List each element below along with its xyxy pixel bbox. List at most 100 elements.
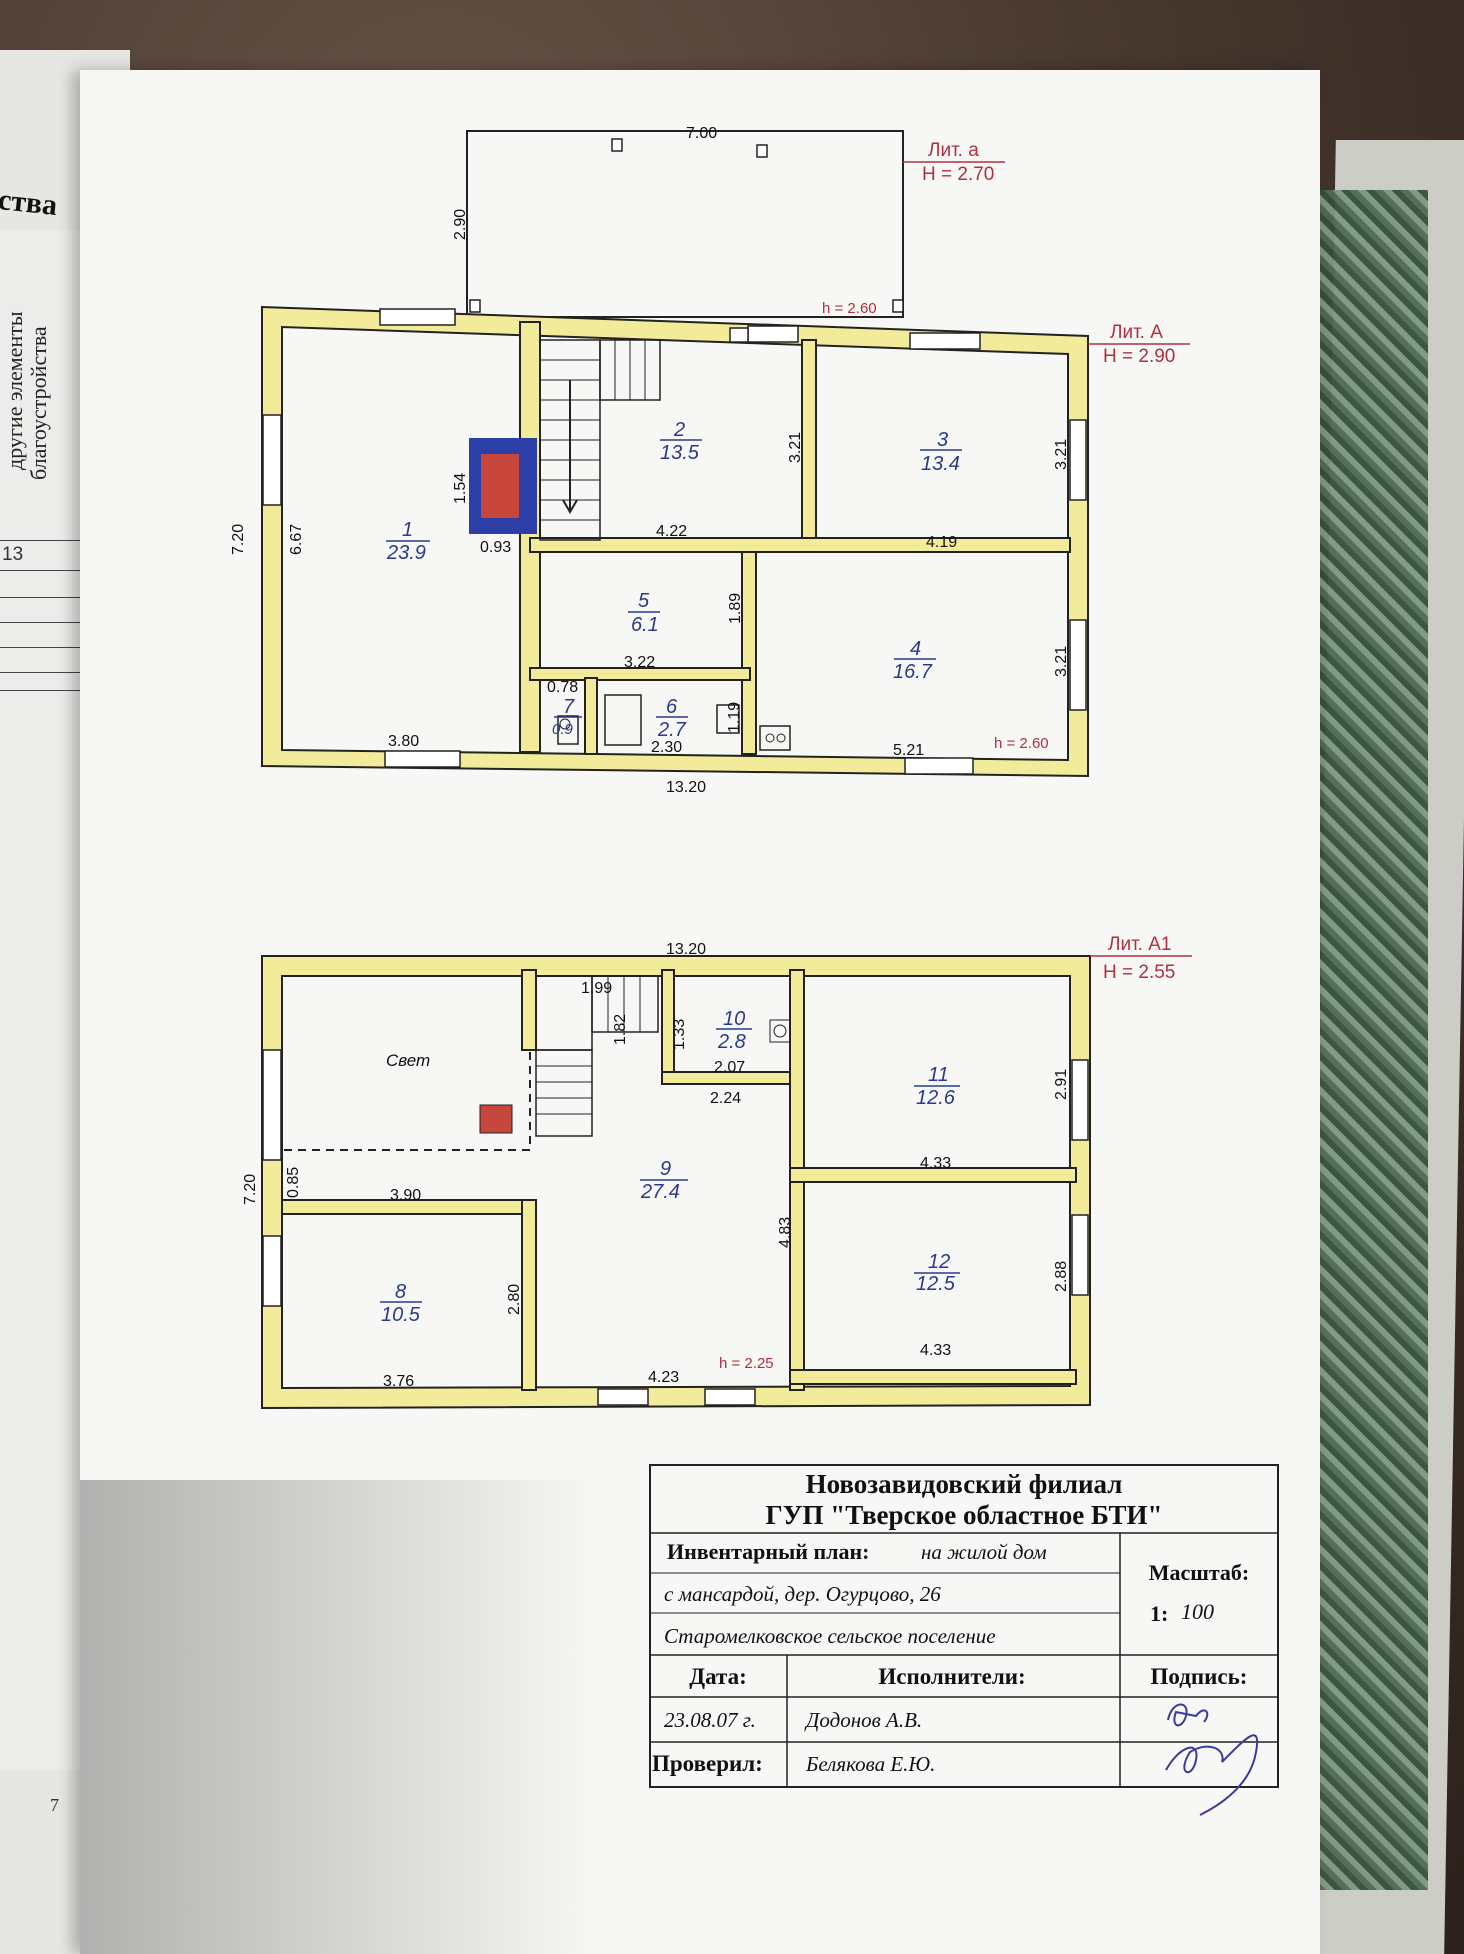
room-7-label: 7 0.9 (552, 696, 582, 738)
date-value: 23.08.07 г. (664, 1708, 756, 1732)
floor2-h-label: h = 2.25 (719, 1355, 774, 1372)
room-11-label: 11 12.6 (914, 1064, 960, 1109)
plan-value-3: Старомелковское сельское поселение (664, 1624, 996, 1648)
annex-depth: 2.90 (452, 209, 469, 240)
dim-r11-w: 4.33 (920, 1155, 951, 1172)
window (379, 308, 456, 326)
toilet-fixture (557, 715, 579, 745)
svg-text:3: 3 (937, 429, 948, 451)
burner (776, 733, 786, 743)
floor1-wall-v2 (801, 339, 817, 551)
annex-post (469, 299, 481, 313)
scale-label: Масштаб: (1149, 1560, 1250, 1585)
dim-r11-h: 2.91 (1053, 1069, 1070, 1100)
plan-label: Инвентарный план: (667, 1539, 869, 1564)
room-9-label: 9 27.4 (640, 1158, 688, 1203)
dim-overall-depth: 7.20 (230, 524, 247, 555)
svg-text:23.9: 23.9 (386, 542, 426, 564)
annex-post (892, 299, 904, 313)
dim-r2-width: 4.22 (656, 523, 687, 540)
window (909, 332, 981, 350)
dim-r8-bottom: 3.76 (383, 1373, 414, 1390)
annex-post (611, 138, 623, 152)
svg-text:8: 8 (395, 1281, 406, 1303)
annex-width: 7.00 (686, 125, 717, 142)
scale-value: 100 (1181, 1599, 1214, 1624)
left-table-row (0, 540, 100, 541)
window (384, 750, 461, 768)
dim-r12-h: 2.88 (1053, 1261, 1070, 1292)
dim-r3-height: 3.21 (1053, 439, 1070, 470)
window (1071, 1059, 1089, 1141)
date-label: Дата: (689, 1664, 746, 1689)
svg-text:7: 7 (563, 696, 575, 718)
svg-text:4: 4 (910, 638, 921, 660)
window (1069, 619, 1087, 711)
svg-text:11: 11 (928, 1064, 949, 1086)
chimney (479, 1104, 513, 1134)
svg-text:5: 5 (638, 590, 650, 612)
left-table-row (0, 647, 100, 648)
dim-r3-width: 4.19 (926, 534, 957, 551)
room-5-label: 5 6.1 (628, 590, 660, 636)
window (729, 327, 749, 343)
washbasin-bowl (773, 1024, 787, 1038)
window (704, 1388, 756, 1406)
floor2-plan: Свет 8 10.5 9 27.4 10 2.8 11 12.6 (242, 934, 1192, 1410)
floor2-wall-h3 (789, 1167, 1077, 1183)
room-4-label: 4 16.7 (893, 638, 936, 683)
annex-outline (466, 130, 904, 318)
svg-text:2.8: 2.8 (717, 1031, 746, 1053)
signature-1 (1167, 1703, 1209, 1727)
left-table-row (0, 622, 100, 623)
room-1-label: 1 23.9 (386, 519, 430, 564)
floor2-wall-v1 (521, 969, 537, 1051)
floor2-wall-h4 (789, 1369, 1077, 1385)
org-line-2: ГУП "Тверское областное БТИ" (766, 1500, 1163, 1530)
left-row-number: 13 (2, 544, 24, 565)
window (262, 414, 282, 506)
floor1-height: Н = 2.90 (1103, 346, 1175, 367)
room-8-label: 8 10.5 (380, 1281, 422, 1326)
checker-name: Белякова Е.Ю. (805, 1752, 935, 1776)
svg-text:1: 1 (402, 519, 413, 541)
dim-r9-h: 4.83 (777, 1217, 794, 1248)
floor2-outer-wall (261, 955, 1091, 1410)
dim-r5-height: 1.89 (727, 593, 744, 624)
dim-overall-width-2: 13.20 (666, 941, 706, 958)
dim-r7-width: 0.78 (547, 679, 578, 696)
light-zone-label: Свет (386, 1051, 430, 1070)
floor2-lit: Лит. А1 (1108, 934, 1171, 955)
room-3-label: 3 13.4 (920, 429, 962, 475)
plan-value-2: с мансардой, дер. Огурцово, 26 (664, 1582, 941, 1606)
room-2-label: 2 13.5 (660, 419, 702, 464)
dim-left-gap: 0.85 (285, 1167, 302, 1198)
toilet-bowl (559, 718, 571, 730)
room-12-label: 12 12.5 (914, 1251, 960, 1295)
window (1069, 419, 1087, 501)
svg-text:10.5: 10.5 (381, 1304, 421, 1326)
dim-r12-w: 4.33 (920, 1342, 951, 1359)
main-page (80, 70, 1320, 1954)
page-number: 7 (50, 1795, 59, 1815)
floor1-h-label: h = 2.60 (994, 735, 1049, 752)
floor1-lit: Лит. А (1110, 322, 1163, 343)
dim-r1-width: 3.80 (388, 733, 419, 750)
signature-label: Подпись: (1151, 1664, 1248, 1689)
stairs-floor2 (535, 975, 659, 1137)
svg-text:13.5: 13.5 (660, 442, 700, 464)
svg-text:6: 6 (666, 696, 678, 718)
window (747, 325, 799, 343)
dim-r6-width: 2.30 (651, 739, 682, 756)
floor1-wall-v3 (741, 551, 757, 755)
room-10-label: 10 2.8 (716, 1008, 752, 1053)
hand-shadow (80, 1480, 600, 1954)
svg-text:12: 12 (928, 1251, 950, 1273)
stairs-floor1 (539, 339, 661, 541)
svg-text:12.5: 12.5 (916, 1273, 956, 1295)
dim-stove-w: 0.93 (480, 539, 511, 556)
performers-label: Исполнители: (878, 1664, 1025, 1689)
dim-stove-h: 1.54 (452, 473, 469, 504)
svg-text:27.4: 27.4 (640, 1181, 680, 1203)
